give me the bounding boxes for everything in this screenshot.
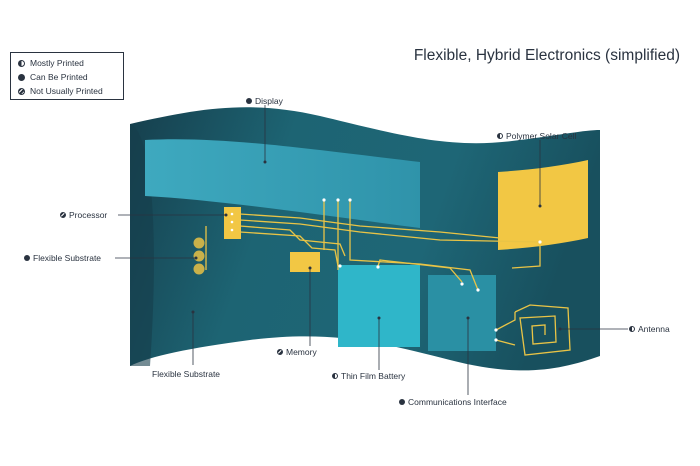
circuit-traces [205, 200, 541, 346]
half-filled-circle-icon [497, 133, 503, 139]
filled-circle-icon [18, 74, 25, 81]
label-antenna: Antenna [629, 324, 670, 334]
hatched-circle-icon [18, 88, 25, 95]
legend-item-can-be-printed: Can Be Printed [18, 72, 88, 82]
antenna-coil [514, 304, 571, 356]
substrate-components [193, 237, 205, 275]
polymer-solar-cell [498, 160, 588, 250]
label-communications-interface: Communications Interface [399, 397, 507, 407]
leader-lines [115, 105, 628, 395]
half-filled-circle-icon [332, 373, 338, 379]
legend-box: Mostly Printed Can Be Printed Not Usuall… [10, 52, 124, 100]
trace-endpoints [230, 198, 542, 342]
label-thin-film-battery: Thin Film Battery [332, 371, 405, 381]
filled-circle-icon [246, 98, 252, 104]
legend-item-mostly-printed: Mostly Printed [18, 58, 84, 68]
filled-circle-icon [24, 255, 30, 261]
hatched-circle-icon [60, 212, 66, 218]
label-processor: Processor [60, 210, 107, 220]
half-filled-circle-icon [629, 326, 635, 332]
legend-label: Not Usually Printed [30, 86, 103, 96]
communications-interface [428, 275, 496, 351]
display-panel [145, 139, 420, 228]
label-flexible-substrate-left: Flexible Substrate [24, 253, 101, 263]
legend-label: Mostly Printed [30, 58, 84, 68]
memory-chip [290, 252, 320, 272]
filled-circle-icon [399, 399, 405, 405]
label-memory: Memory [277, 347, 317, 357]
hatched-circle-icon [277, 349, 283, 355]
label-flexible-substrate-bottom: Flexible Substrate [152, 369, 221, 379]
legend-item-not-usually-printed: Not Usually Printed [18, 86, 103, 96]
legend-label: Can Be Printed [30, 72, 88, 82]
label-polymer-solar-cell: Polymer Solar Cell [497, 131, 576, 141]
label-display: Display [246, 96, 283, 106]
diagram-title: Flexible, Hybrid Electronics (simplified… [413, 47, 680, 64]
half-filled-circle-icon [18, 60, 25, 67]
